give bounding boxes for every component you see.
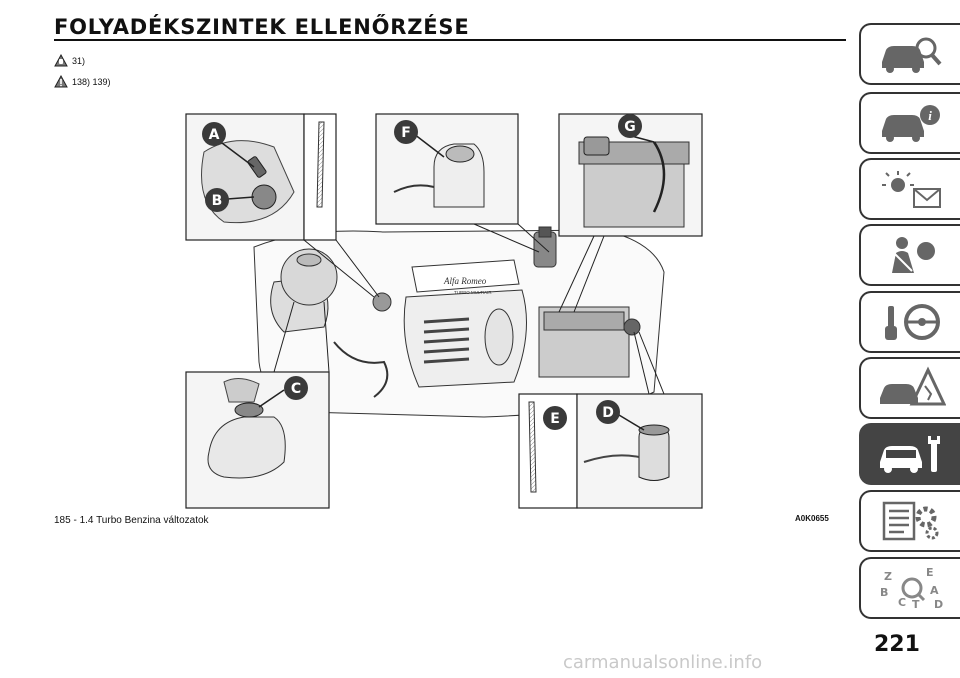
engine-label: TURBO MULTIAIR [454,290,492,295]
warning-lights-icon [881,171,941,208]
svg-text:B: B [880,586,888,599]
tab-key-steering[interactable] [859,291,960,353]
key-steering-wheel-icon [884,304,940,340]
car-wrench-icon [879,436,940,473]
page-title: FOLYADÉKSZINTEK ELLENŐRZÉSE [54,15,470,39]
watermark: carmanualsonline.info [563,652,763,673]
svg-text:C: C [898,596,906,609]
warning-triangle-icon [54,75,68,88]
callout-g: G [624,119,636,135]
svg-text:Z: Z [884,570,892,583]
tab-car-info[interactable]: i [859,92,960,154]
inset-c [185,371,330,509]
tab-warning-lights[interactable] [859,158,960,220]
figure-code: A0K0655 [795,514,829,523]
engine-drawing [253,226,665,418]
warning-refs-2: 138) 139) [72,76,111,87]
warning-row-2: 138) 139) [54,75,111,88]
callout-f: F [401,125,411,141]
seatbelt-airbag-icon [891,237,935,273]
callout-e: E [550,411,560,427]
svg-text:A: A [930,584,939,597]
tab-specs[interactable] [859,490,960,552]
car-info-icon: i [881,105,940,142]
page-number: 221 [874,632,920,657]
callout-a: A [209,127,220,143]
tab-car-hazard[interactable] [859,357,960,419]
engine-logo: Alfa Romeo [443,276,487,286]
tab-seatbelt-airbag[interactable] [859,224,960,286]
callout-d: D [602,405,614,421]
svg-text:T: T [912,598,920,610]
tab-car-wrench[interactable] [859,423,960,485]
car-search-icon [881,37,941,73]
specs-gear-icon [882,501,938,541]
title-rule [54,39,846,41]
callout-b: B [212,193,223,209]
leader-lines [273,223,665,395]
callout-c: C [291,381,301,397]
tab-car-search[interactable] [859,23,960,85]
svg-text:i: i [928,108,932,123]
hand-warning-icon [54,54,68,67]
engine-bay-illustration: Alfa Romeo TURBO MULTIAIR [185,113,703,509]
figure-caption: 185 - 1.4 Turbo Benzina változatok [54,515,209,526]
warning-refs-1: 31) [72,55,86,66]
svg-text:D: D [934,598,943,610]
warning-row-1: 31) [54,54,85,67]
car-hazard-icon [879,366,946,406]
svg-text:E: E [926,566,934,579]
